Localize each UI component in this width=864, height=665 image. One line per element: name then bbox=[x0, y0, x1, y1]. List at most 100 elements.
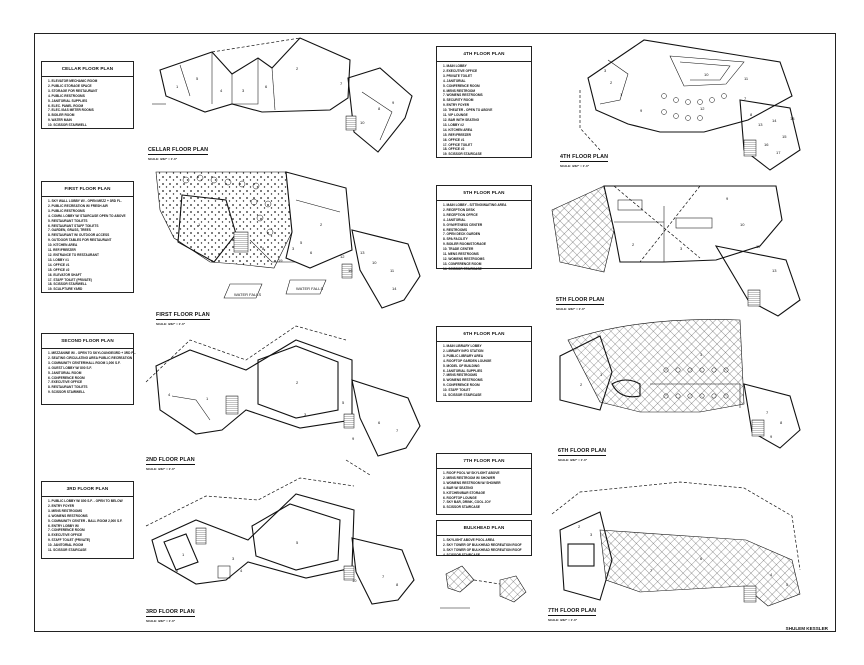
legend-item: 10. SCISSOR STAIRWELL bbox=[48, 123, 87, 128]
plan-scale-cellar: SCALE: 3/32" = 1'-0" bbox=[148, 157, 178, 161]
room-label: 11 bbox=[756, 244, 761, 249]
legend-item: 2. LIBRARY INFO STATION bbox=[443, 348, 484, 353]
legend-item: 11. VIP LOUNGE bbox=[443, 113, 468, 118]
legend-item: 15. OFFICE #2 bbox=[48, 267, 70, 272]
plan-fifth: 2 3 9 10 11 13 bbox=[551, 185, 801, 317]
legend-title: 6TH FLOOR PLAN bbox=[437, 327, 531, 342]
legend-item: 9. CONFERENCE ROOM bbox=[443, 383, 480, 388]
room-label: 13 bbox=[772, 268, 777, 273]
room-label: 9 bbox=[640, 108, 643, 113]
room-label: 12 bbox=[340, 254, 345, 259]
room-label: 9 bbox=[352, 436, 355, 441]
room-label: 3 bbox=[604, 68, 607, 73]
legend-item: 7. CONFERENCE ROOM bbox=[48, 528, 85, 533]
legend-item: 2. SEATING CIRCULATING AREA PUBLIC RECRE… bbox=[48, 355, 133, 360]
legend-item: 3. PRIVATE TOILET bbox=[443, 73, 473, 78]
legend-item: 1. MAIN LOBBY - SITTING/WAITING AREA bbox=[443, 203, 507, 207]
room-label: 1 bbox=[620, 92, 623, 97]
legend-title: 3RD FLOOR PLAN bbox=[42, 482, 133, 497]
legend-item: 3. COMMUNITY CENTER/HALL ROOM 1,000 S.F. bbox=[48, 360, 121, 365]
plan-scale-seventh: SCALE: 3/32" = 1'-0" bbox=[548, 618, 578, 622]
room-label: 2 bbox=[610, 80, 613, 85]
legend-fifth: 5TH FLOOR PLAN 1. MAIN LOBBY - SITTING/W… bbox=[436, 185, 532, 271]
legend-item: 5. JANITORIAL SUPPLIES bbox=[48, 98, 88, 103]
legend-item: 4. PUBLIC RESTROOMS bbox=[48, 93, 85, 98]
room-label: 9 bbox=[392, 100, 395, 105]
room-label: 4 bbox=[770, 572, 773, 577]
room-label: 5 bbox=[196, 76, 199, 81]
legend-seventh: 7TH FLOOR PLAN 1. ROOF POOL W/ SKYLIGHT … bbox=[436, 453, 532, 515]
legend-first: FIRST FLOOR PLAN 1. SKY WALL LOBBY W/ - … bbox=[41, 181, 134, 293]
plan-title-seventh: 7TH FLOOR PLAN bbox=[548, 608, 597, 616]
plan-scale-second: SCALE: 3/32" = 1'-0" bbox=[146, 467, 176, 471]
room-label: 1 bbox=[176, 84, 179, 89]
legend-item: 9. OUTDOOR TABLES FOR RESTAURANT bbox=[48, 238, 112, 243]
legend-item: 1. ROOF POOL W/ SKYLIGHT ABOVE bbox=[443, 471, 500, 475]
plan-scale-first: SCALE: 3/32" = 1'-0" bbox=[156, 322, 186, 326]
legend-items: 1. MEZZANINE W/ - OPEN TO SKYLOUNGE/3RD … bbox=[42, 334, 137, 395]
legend-item: 8. SCISSOR STAIRCASE bbox=[443, 505, 480, 510]
legend-item: 3. WOMENS RESTROOM W/ SHOWER bbox=[443, 480, 501, 485]
room-label: 6 bbox=[378, 420, 381, 425]
room-label: 2 bbox=[578, 524, 581, 529]
room-label: 2 bbox=[580, 382, 583, 387]
legend-item: 8. EXECUTIVE OFFICE bbox=[48, 533, 83, 538]
legend-item: 19. SCULPTURE YARD bbox=[48, 287, 83, 292]
legend-title: 5TH FLOOR PLAN bbox=[437, 186, 531, 201]
legend-item: 3. SKY TOWER OF BULKHEAD RECREATION ROOF bbox=[443, 547, 522, 552]
room-label: 1 bbox=[600, 372, 603, 377]
legend-item: 2. MENS RESTROOM W/ SHOWER bbox=[443, 475, 496, 480]
legend-title: BULKHEAD PLAN bbox=[437, 521, 531, 536]
room-label: 4 bbox=[168, 392, 171, 397]
legend-item: 9. BOILER ROOM/STORAGE bbox=[443, 242, 486, 247]
legend-item: 5. RESTAURANT TOILETS bbox=[48, 218, 88, 223]
room-label: 19 bbox=[278, 258, 283, 263]
legend-item: 6. MENS RESTROOM bbox=[443, 88, 476, 93]
legend-item: 1. MAIN LIBRARY LOBBY bbox=[443, 344, 482, 348]
legend-bulkhead: BULKHEAD PLAN 1. SKYLIGHT ABOVE POOL ARE… bbox=[436, 520, 532, 558]
legend-item: 7. EXECUTIVE OFFICE bbox=[48, 380, 83, 385]
legend-item: 9. ENTRY FOYER bbox=[443, 103, 470, 108]
room-label: 2 bbox=[296, 380, 299, 385]
plan-third: 1 3 4 5 6 7 8 10 bbox=[145, 477, 415, 605]
legend-item: 8. BOILER ROOM bbox=[48, 113, 75, 118]
room-label: 9 bbox=[726, 196, 729, 201]
legend-item: 8. RESTAURANT TOILETS bbox=[48, 385, 88, 390]
legend-item: 13. CONFERENCE ROOM bbox=[443, 261, 482, 266]
room-label: 18 bbox=[790, 116, 795, 121]
legend-item: 4. JANITORIAL bbox=[443, 217, 466, 222]
legend-item: 6. RESTROOMS bbox=[443, 227, 468, 232]
room-label: 3 bbox=[304, 412, 307, 417]
legend-item: 11. SCISSOR STAIRCASE bbox=[443, 393, 482, 398]
legend-item: 1. ELEVATOR MECHANIC ROOM bbox=[48, 79, 98, 83]
legend-item: 16. OFFICE #1 bbox=[443, 137, 465, 142]
annotation-water-falls: WATER FALLS bbox=[296, 286, 323, 291]
room-label: 16 bbox=[764, 142, 769, 147]
room-label: 3 bbox=[700, 352, 703, 357]
room-label: 10 bbox=[352, 578, 357, 583]
room-label: 7 bbox=[744, 96, 747, 101]
plan-title-first: FIRST FLOOR PLAN bbox=[156, 312, 210, 320]
plan-title-cellar: CELLAR FLOOR PLAN bbox=[148, 147, 209, 155]
legend-item: 14. SCISSOR STAIRCASE bbox=[443, 266, 482, 271]
legend-item: 7. SKY BAR, DRINK, COOL JOY bbox=[443, 500, 491, 505]
legend-item: 2. RECEPTION DESK bbox=[443, 207, 475, 212]
legend-item: 6. ENTRY LOBBY W/ bbox=[48, 523, 79, 528]
room-label: 11 bbox=[744, 76, 749, 81]
legend-item: 1. MEZZANINE W/ - OPEN TO SKYLOUNGE/3RD … bbox=[48, 351, 137, 355]
room-label: 8 bbox=[396, 582, 399, 587]
legend-item: 12. WOMENS RESTROOMS bbox=[443, 256, 485, 261]
room-label: 8 bbox=[750, 112, 753, 117]
plan-first: WATER FALLS WATER FALLS 1 2 3 5 6 8 10 1… bbox=[155, 171, 421, 309]
legend-item: 10. STAFF TOILET bbox=[443, 388, 471, 393]
legend-items: 1. SKY WALL LOBBY W/ - OPEN MEZZ + 3RD F… bbox=[42, 182, 133, 292]
room-label: 14 bbox=[392, 286, 397, 291]
plan-second: 1 2 3 4 5 6 7 9 bbox=[145, 325, 421, 476]
legend-item: 14. KITCHEN AREA bbox=[443, 127, 473, 132]
room-label: 17 bbox=[776, 150, 781, 155]
